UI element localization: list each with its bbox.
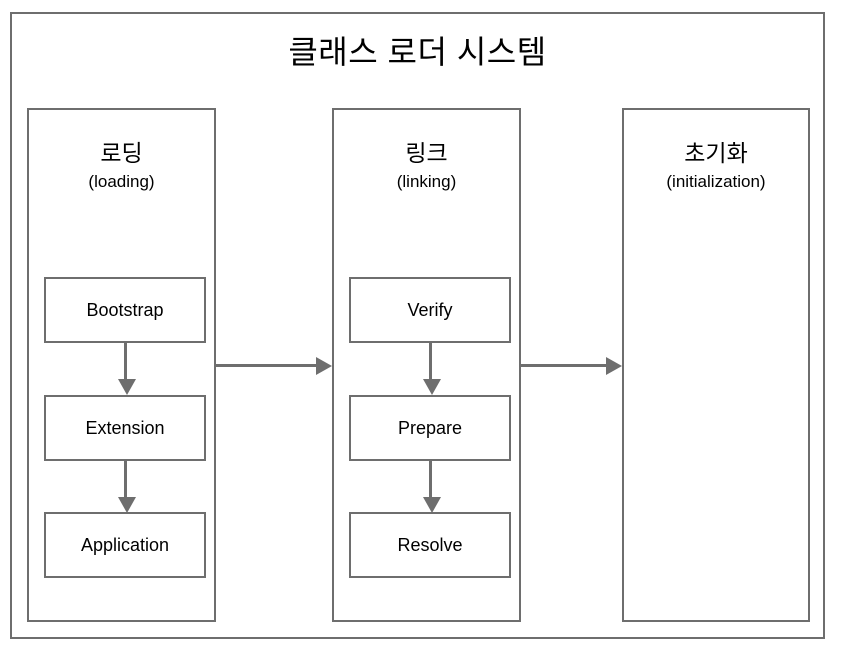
phase-title-ko-initialization: 초기화 xyxy=(684,140,748,166)
step-label-bootstrap: Bootstrap xyxy=(86,300,164,320)
arrow-right-icon xyxy=(606,357,622,375)
step-label-application: Application xyxy=(80,535,170,555)
arrow-prepare-to-resolve-line xyxy=(429,461,432,501)
page-title: 클래스 로더 시스템 xyxy=(288,34,547,70)
arrow-right-icon xyxy=(316,357,332,375)
step-box-prepare[interactable]: Prepare xyxy=(349,395,511,461)
step-label-prepare: Prepare xyxy=(397,418,463,438)
phase-title-en-linking: (linking) xyxy=(396,172,457,191)
phase-column-initialization: 초기화 (initialization) xyxy=(622,108,810,622)
arrow-extension-to-application-line xyxy=(124,461,127,501)
phase-column-linking: 링크 (linking) Verify Prepare Resolve xyxy=(332,108,521,622)
phase-header-linking: 링크 (linking) xyxy=(334,138,519,194)
arrow-down-icon xyxy=(423,497,441,513)
arrow-bootstrap-to-extension-line xyxy=(124,343,127,383)
step-label-resolve: Resolve xyxy=(397,535,463,555)
step-label-verify: Verify xyxy=(407,300,453,320)
step-box-extension[interactable]: Extension xyxy=(44,395,206,461)
phase-header-loading: 로딩 (loading) xyxy=(29,138,214,194)
phase-column-loading: 로딩 (loading) Bootstrap Extension Applica… xyxy=(27,108,216,622)
step-box-verify[interactable]: Verify xyxy=(349,277,511,343)
step-label-extension: Extension xyxy=(85,418,165,438)
phase-title-ko-linking: 링크 xyxy=(405,140,448,166)
phase-title-en-initialization: (initialization) xyxy=(666,172,766,191)
arrow-down-icon xyxy=(118,379,136,395)
arrow-linking-to-initialization-line xyxy=(521,364,610,367)
arrow-verify-to-prepare-line xyxy=(429,343,432,383)
phase-title-en-loading: (loading) xyxy=(88,172,155,191)
step-box-resolve[interactable]: Resolve xyxy=(349,512,511,578)
arrow-down-icon xyxy=(423,379,441,395)
arrow-loading-to-linking-line xyxy=(216,364,319,367)
phase-header-initialization: 초기화 (initialization) xyxy=(624,138,808,194)
step-box-bootstrap[interactable]: Bootstrap xyxy=(44,277,206,343)
step-box-application[interactable]: Application xyxy=(44,512,206,578)
phase-title-ko-loading: 로딩 xyxy=(100,140,143,166)
arrow-down-icon xyxy=(118,497,136,513)
